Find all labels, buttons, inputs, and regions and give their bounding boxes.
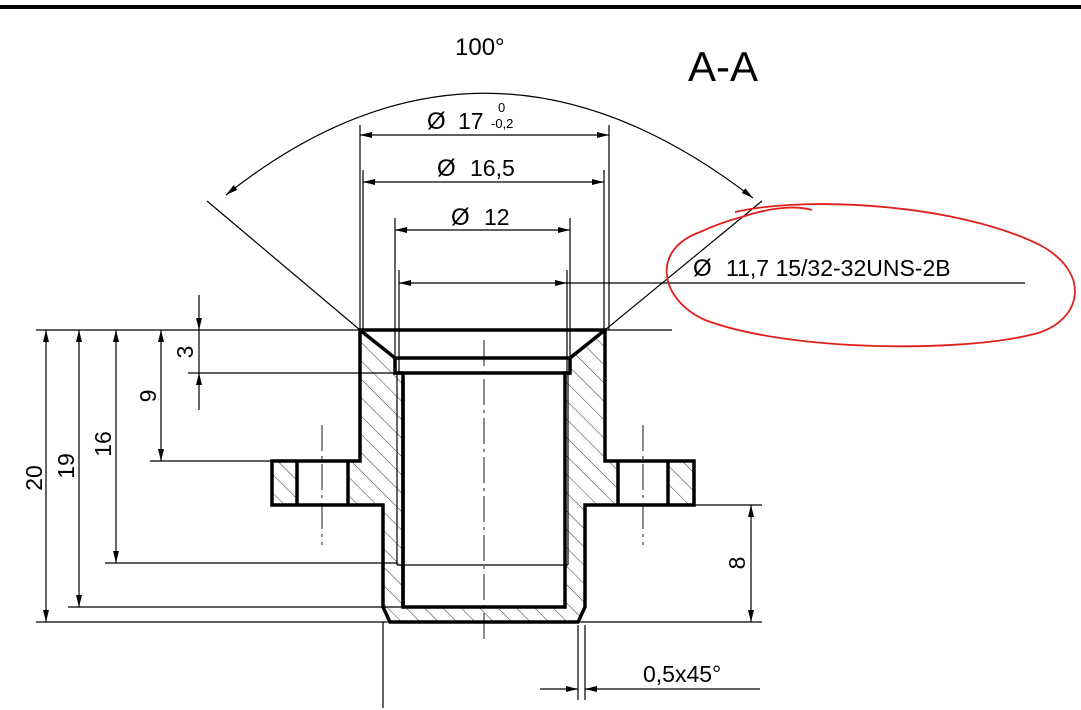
dia-17-tol-upper: 0	[498, 100, 505, 115]
section-title: A-A	[688, 43, 758, 90]
dia-17-tol-lower: -0,2	[491, 116, 513, 131]
height-dims	[36, 295, 672, 623]
angle-dim	[206, 92, 763, 331]
dia-17-value: 17	[458, 108, 484, 134]
chamfer-label: 0,5x45°	[643, 661, 721, 687]
angle-label: 100°	[455, 34, 505, 61]
red-markup-ellipse	[665, 203, 1076, 348]
height-8-label: 8	[724, 557, 750, 570]
dia-thread-value: 11,7 15/32-32UNS-2B	[726, 255, 951, 281]
flange-height-dim	[578, 504, 762, 623]
diameter-dims	[359, 125, 1025, 373]
depth-3-label: 3	[172, 346, 198, 359]
height-19-label: 19	[53, 453, 79, 479]
chamfer-dim	[382, 622, 760, 708]
dia-thread-symbol: Ø	[693, 255, 712, 282]
height-20-label: 20	[21, 465, 47, 491]
dia-12-value: 12	[484, 204, 510, 230]
flange-holes	[295, 425, 670, 545]
dia-16-5-value: 16,5	[470, 155, 515, 181]
dia-16-5-symbol: Ø	[437, 155, 456, 182]
dia-17-symbol: Ø	[427, 108, 446, 135]
depth-9-label: 9	[135, 390, 161, 403]
height-16-label: 16	[90, 431, 116, 457]
dia-12-symbol: Ø	[451, 204, 470, 231]
